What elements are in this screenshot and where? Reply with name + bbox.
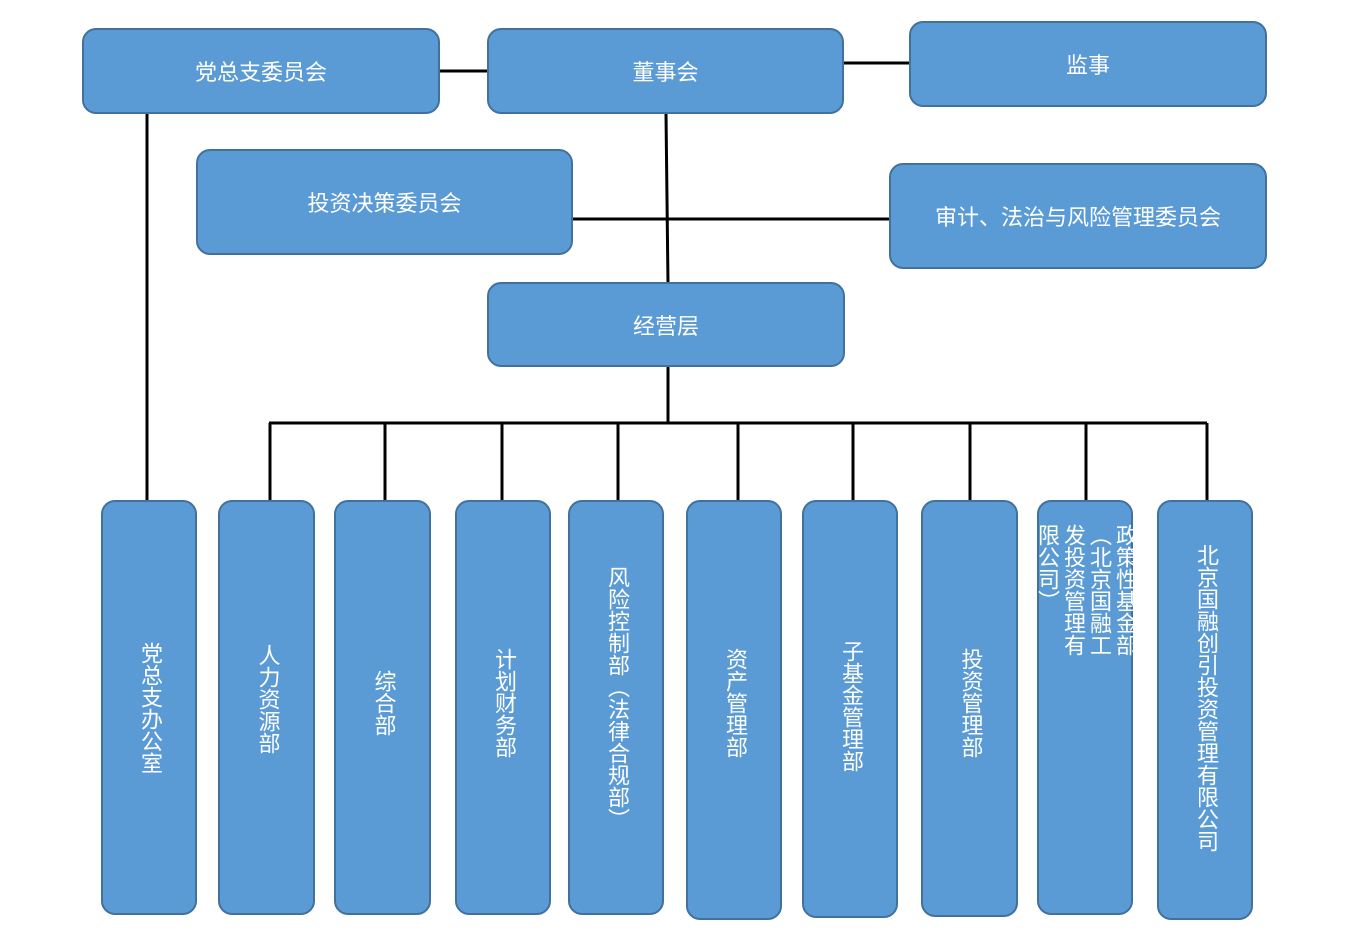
audit-committee-label: 审计、法治与风险管理委员会 <box>934 206 1221 231</box>
department-label: 计划财务部 <box>491 648 516 758</box>
party-committee-label: 党总支委员会 <box>194 61 327 86</box>
supervisor-label: 监事 <box>1065 54 1110 79</box>
investment-committee-box: 投资决策委员会 <box>196 149 573 255</box>
department-label: 风险控制部（法律合规部） <box>604 566 629 830</box>
department-investment-management: 投资管理部 <box>921 500 1018 917</box>
department-label: 党总支办公室 <box>137 641 162 774</box>
department-label: 政策性基金部（北京国融工发投资管理有限公司） <box>1034 524 1137 656</box>
department-party-office: 党总支办公室 <box>101 500 197 915</box>
department-general: 综合部 <box>334 500 431 915</box>
management-box: 经营层 <box>487 282 845 367</box>
investment-committee-label: 投资决策委员会 <box>307 192 462 217</box>
audit-committee-box: 审计、法治与风险管理委员会 <box>889 163 1267 269</box>
department-label: 子基金管理部 <box>838 640 863 772</box>
department-policy-fund: 政策性基金部（北京国融工发投资管理有限公司） <box>1034 500 1137 915</box>
department-hr: 人力资源部 <box>218 500 315 915</box>
line-board-management <box>664 113 670 285</box>
department-label: 北京国融创引投资管理有限公司 <box>1193 544 1218 852</box>
supervisor-box: 监事 <box>909 21 1267 107</box>
department-subfund-management: 子基金管理部 <box>802 500 898 918</box>
department-label: 综合部 <box>370 670 396 736</box>
board-label: 董事会 <box>632 61 699 86</box>
department-label: 人力资源部 <box>254 644 280 754</box>
party-committee-box: 党总支委员会 <box>82 28 440 114</box>
department-finance: 计划财务部 <box>455 500 551 915</box>
department-label: 投资管理部 <box>957 648 983 758</box>
board-box: 董事会 <box>487 28 844 114</box>
department-label: 资产管理部 <box>722 648 747 758</box>
management-label: 经营层 <box>632 314 699 340</box>
department-asset-management: 资产管理部 <box>686 500 782 920</box>
department-guoronghcuangyin: 北京国融创引投资管理有限公司 <box>1157 500 1253 920</box>
department-risk-control: 风险控制部（法律合规部） <box>568 500 664 915</box>
